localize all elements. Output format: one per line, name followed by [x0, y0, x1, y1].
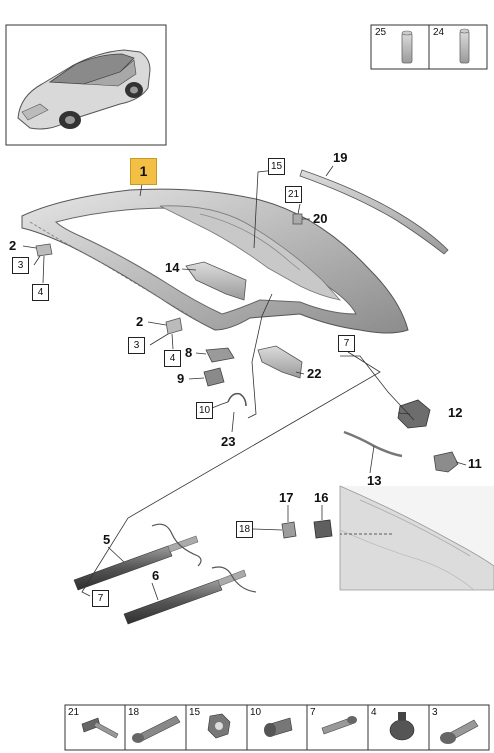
bottom-table-cell-7: 7: [310, 707, 316, 718]
callout-8[interactable]: 8: [185, 345, 193, 360]
part-16-clip: [313, 519, 333, 539]
callout-7-boxed-lower[interactable]: 7: [92, 590, 109, 607]
top-parts-table: [370, 24, 488, 70]
top-table-cell-24: 24: [433, 27, 445, 38]
bottom-table-cell-18: 18: [128, 707, 140, 718]
bottom-parts-table: [64, 704, 490, 751]
part-19-strip: [299, 169, 449, 255]
part-11-latch: [433, 451, 459, 473]
part-20-clip: [292, 213, 303, 225]
callout-18-boxed[interactable]: 18: [236, 521, 253, 538]
gas-strut-6: [123, 566, 257, 625]
vehicle-thumbnail: [5, 24, 167, 146]
part-2-hinge-lower: [165, 317, 183, 335]
part-2-hinge-upper: [35, 243, 53, 257]
callout-7-boxed-upper[interactable]: 7: [338, 335, 355, 352]
tailgate-corner-inset: [339, 485, 494, 591]
bottom-table-cell-10: 10: [250, 707, 262, 718]
part-8-latch: [205, 347, 235, 363]
part-22-bracket: [257, 345, 303, 379]
callout-15-boxed[interactable]: 15: [268, 158, 285, 175]
callout-13[interactable]: 13: [367, 473, 382, 488]
callout-4-boxed-lower[interactable]: 4: [164, 350, 181, 367]
callout-19[interactable]: 19: [333, 150, 348, 165]
bottom-table-cell-15: 15: [189, 707, 201, 718]
callout-23[interactable]: 23: [221, 434, 236, 449]
callout-12[interactable]: 12: [448, 405, 463, 420]
callout-5[interactable]: 5: [103, 532, 111, 547]
callout-4-boxed-upper[interactable]: 4: [32, 284, 49, 301]
callout-20[interactable]: 20: [313, 211, 328, 226]
callout-14[interactable]: 14: [165, 260, 180, 275]
callout-11[interactable]: 11: [468, 456, 482, 471]
callout-22[interactable]: 22: [307, 366, 322, 381]
callout-1-highlighted[interactable]: 1: [130, 158, 157, 185]
callout-21-boxed[interactable]: 21: [285, 186, 302, 203]
callout-3-boxed-upper[interactable]: 3: [12, 257, 29, 274]
part-12-motor: [397, 399, 431, 429]
callout-3-boxed-lower[interactable]: 3: [128, 337, 145, 354]
callout-9[interactable]: 9: [177, 371, 185, 386]
callout-6[interactable]: 6: [152, 568, 160, 583]
leader-lines: [22, 165, 467, 601]
part-9-latch: [203, 367, 225, 387]
bottom-table-cell-3: 3: [432, 707, 438, 718]
callout-2-upper[interactable]: 2: [9, 238, 17, 253]
bottom-table-cell-21: 21: [68, 707, 80, 718]
gas-strut-5: [73, 523, 202, 591]
part-23-cable: [227, 392, 247, 407]
part-14-bracket: [185, 261, 247, 301]
tailgate-frame: [21, 188, 409, 334]
bottom-table-cell-4: 4: [371, 707, 377, 718]
part-17-nut: [281, 521, 297, 539]
callout-10-boxed[interactable]: 10: [196, 402, 213, 419]
callout-17[interactable]: 17: [279, 490, 294, 505]
top-table-cell-25: 25: [375, 27, 387, 38]
callout-2-lower[interactable]: 2: [136, 314, 144, 329]
callout-16[interactable]: 16: [314, 490, 329, 505]
